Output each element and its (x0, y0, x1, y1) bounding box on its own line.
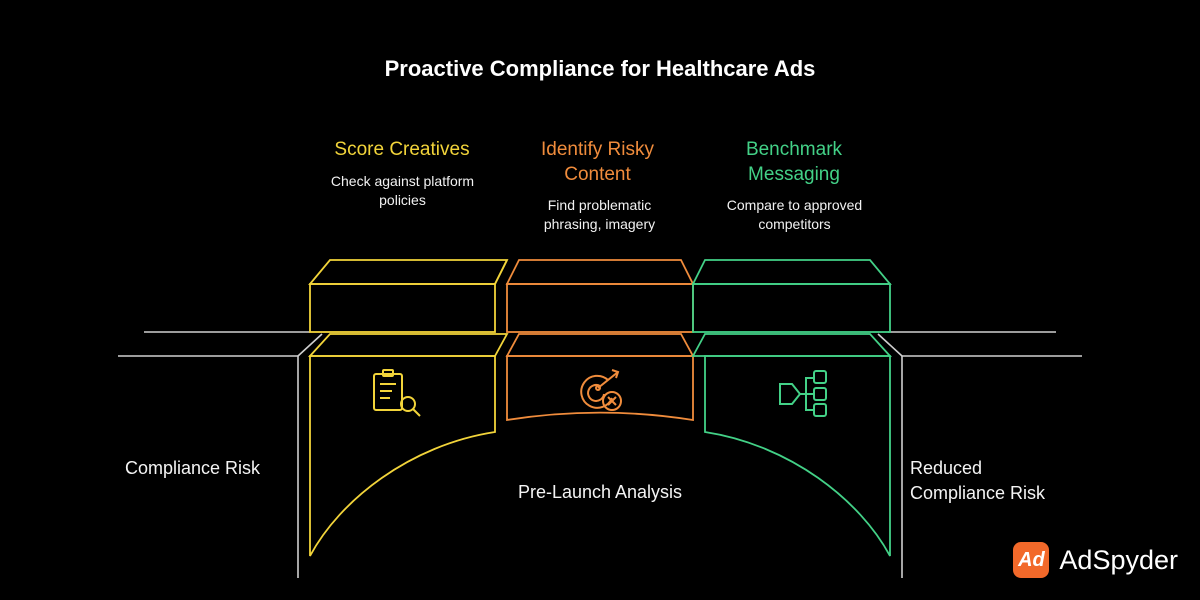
brand-logo: Ad AdSpyder (1013, 542, 1178, 578)
identify-risky-content-block (505, 259, 695, 422)
step-3-title: Benchmark Messaging (745, 139, 843, 185)
benchmark-messaging-block (691, 259, 893, 557)
target-cross-icon (580, 369, 622, 411)
center-label: Pre-Launch Analysis (517, 482, 683, 502)
step-2-title: Identify Risky Content (541, 139, 654, 185)
right-label: Reduced Compliance Risk (910, 458, 1046, 503)
brand-name: AdSpyder (1059, 544, 1178, 575)
flow-branches-icon (779, 370, 827, 417)
clipboard-search-icon (373, 369, 421, 417)
brand-mark-icon: Ad (1013, 542, 1050, 578)
ground-lines (118, 331, 1082, 578)
score-creatives-block (307, 259, 509, 557)
step-3-description: Compare to approved competitors (726, 197, 863, 232)
step-1-description: Check against platform policies (330, 173, 475, 208)
page-title: Proactive Compliance for Healthcare Ads (384, 56, 816, 81)
step-1-title: Score Creatives (334, 139, 470, 160)
step-2-description: Find problematic phrasing, imagery (543, 197, 656, 232)
left-label: Compliance Risk (125, 458, 261, 478)
brand-mark-text: Ad (1018, 548, 1045, 571)
